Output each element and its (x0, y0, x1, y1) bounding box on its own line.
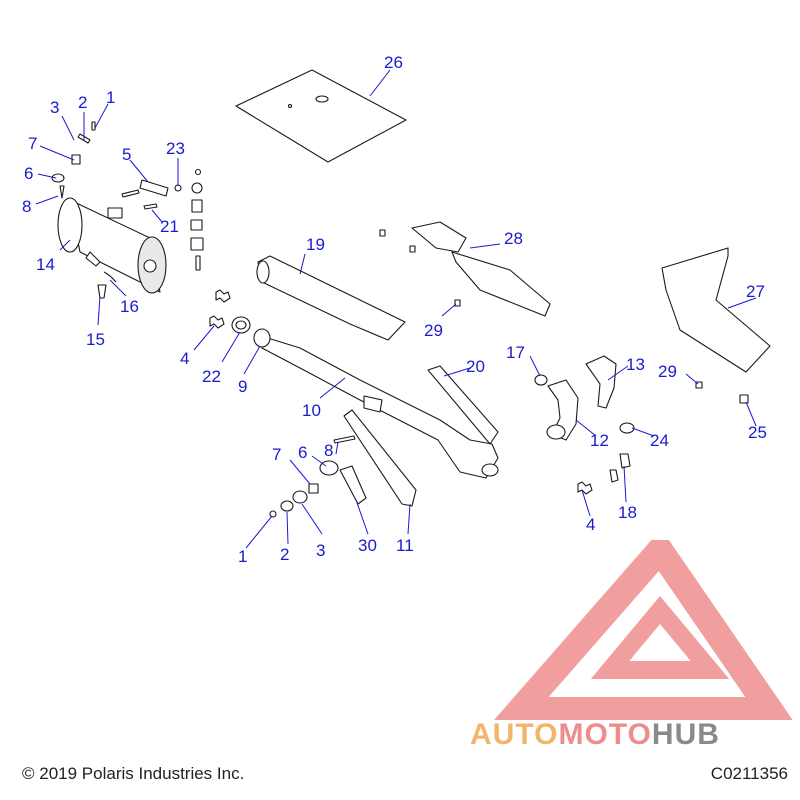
watermark-moto: MOTO (558, 718, 652, 751)
small-parts-right (577, 422, 635, 495)
fasteners-middle (379, 229, 749, 404)
callout-1-upper: 1 (106, 88, 115, 107)
automotohub-watermark: AUTOMOTOHUB (470, 528, 800, 760)
callout-29-right: 29 (658, 362, 677, 381)
upper-heat-shield (256, 255, 406, 341)
muffler-hardware (51, 121, 117, 299)
callout-7-upper: 7 (28, 134, 37, 153)
callout-19: 19 (306, 235, 325, 254)
callout-3-upper: 3 (50, 98, 59, 117)
callout-labels: 1 2 3 7 6 8 5 23 21 14 16 15 26 19 28 27… (22, 53, 767, 566)
callout-9: 9 (238, 377, 247, 396)
callout-5: 5 (122, 145, 131, 164)
callout-6-lower: 6 (298, 443, 307, 462)
callout-4-right: 4 (586, 515, 595, 534)
copyright-notice: © 2019 Polaris Industries Inc. (22, 764, 245, 783)
callout-23: 23 (166, 139, 185, 158)
callout-14: 14 (36, 255, 55, 274)
heat-shield-plate (235, 69, 407, 163)
callout-8-lower: 8 (324, 441, 333, 460)
callout-3-lower: 3 (316, 541, 325, 560)
callout-25: 25 (748, 423, 767, 442)
callout-17: 17 (506, 343, 525, 362)
callout-13: 13 (626, 355, 645, 374)
muffler-bracket (121, 168, 204, 271)
callout-2-lower: 2 (280, 545, 289, 564)
callout-4-left: 4 (180, 349, 189, 368)
watermark-auto: AUTO (470, 718, 559, 751)
callout-1-lower: 1 (238, 547, 247, 566)
callout-12: 12 (590, 431, 609, 450)
callout-29-middle: 29 (424, 321, 443, 340)
callout-16: 16 (120, 297, 139, 316)
callout-7-lower: 7 (272, 445, 281, 464)
callout-26: 26 (384, 53, 403, 72)
automotohub-logo-icon (491, 528, 795, 723)
lower-heat-shield (343, 409, 417, 507)
callout-18: 18 (618, 503, 637, 522)
rear-heat-shield (661, 247, 771, 373)
callout-10: 10 (302, 401, 321, 420)
callout-20: 20 (466, 357, 485, 376)
watermark-hub: HUB (651, 718, 720, 751)
callout-30: 30 (358, 536, 377, 555)
spring-and-gasket (209, 289, 251, 334)
callout-6-upper: 6 (24, 164, 33, 183)
side-heat-shield (427, 365, 499, 445)
shield-bracket (411, 221, 551, 317)
leader-lines (35, 69, 757, 549)
callout-28: 28 (504, 229, 523, 248)
head-pipe (253, 328, 499, 479)
mount-hardware-lower (269, 435, 356, 518)
callout-21: 21 (160, 217, 179, 236)
callout-2-upper: 2 (78, 93, 87, 112)
diagram-code: C0211356 (710, 764, 788, 783)
callout-11: 11 (396, 536, 414, 555)
callout-27: 27 (746, 282, 765, 301)
elbow-shield (585, 355, 617, 409)
watermark-text: AUTOMOTOHUB (470, 718, 720, 752)
callout-15: 15 (86, 330, 105, 349)
callout-8-upper: 8 (22, 197, 31, 216)
bracket-30 (339, 465, 367, 505)
callout-22: 22 (202, 367, 221, 386)
elbow-pipe (534, 374, 579, 441)
muffler (57, 197, 167, 294)
callout-24: 24 (650, 431, 669, 450)
